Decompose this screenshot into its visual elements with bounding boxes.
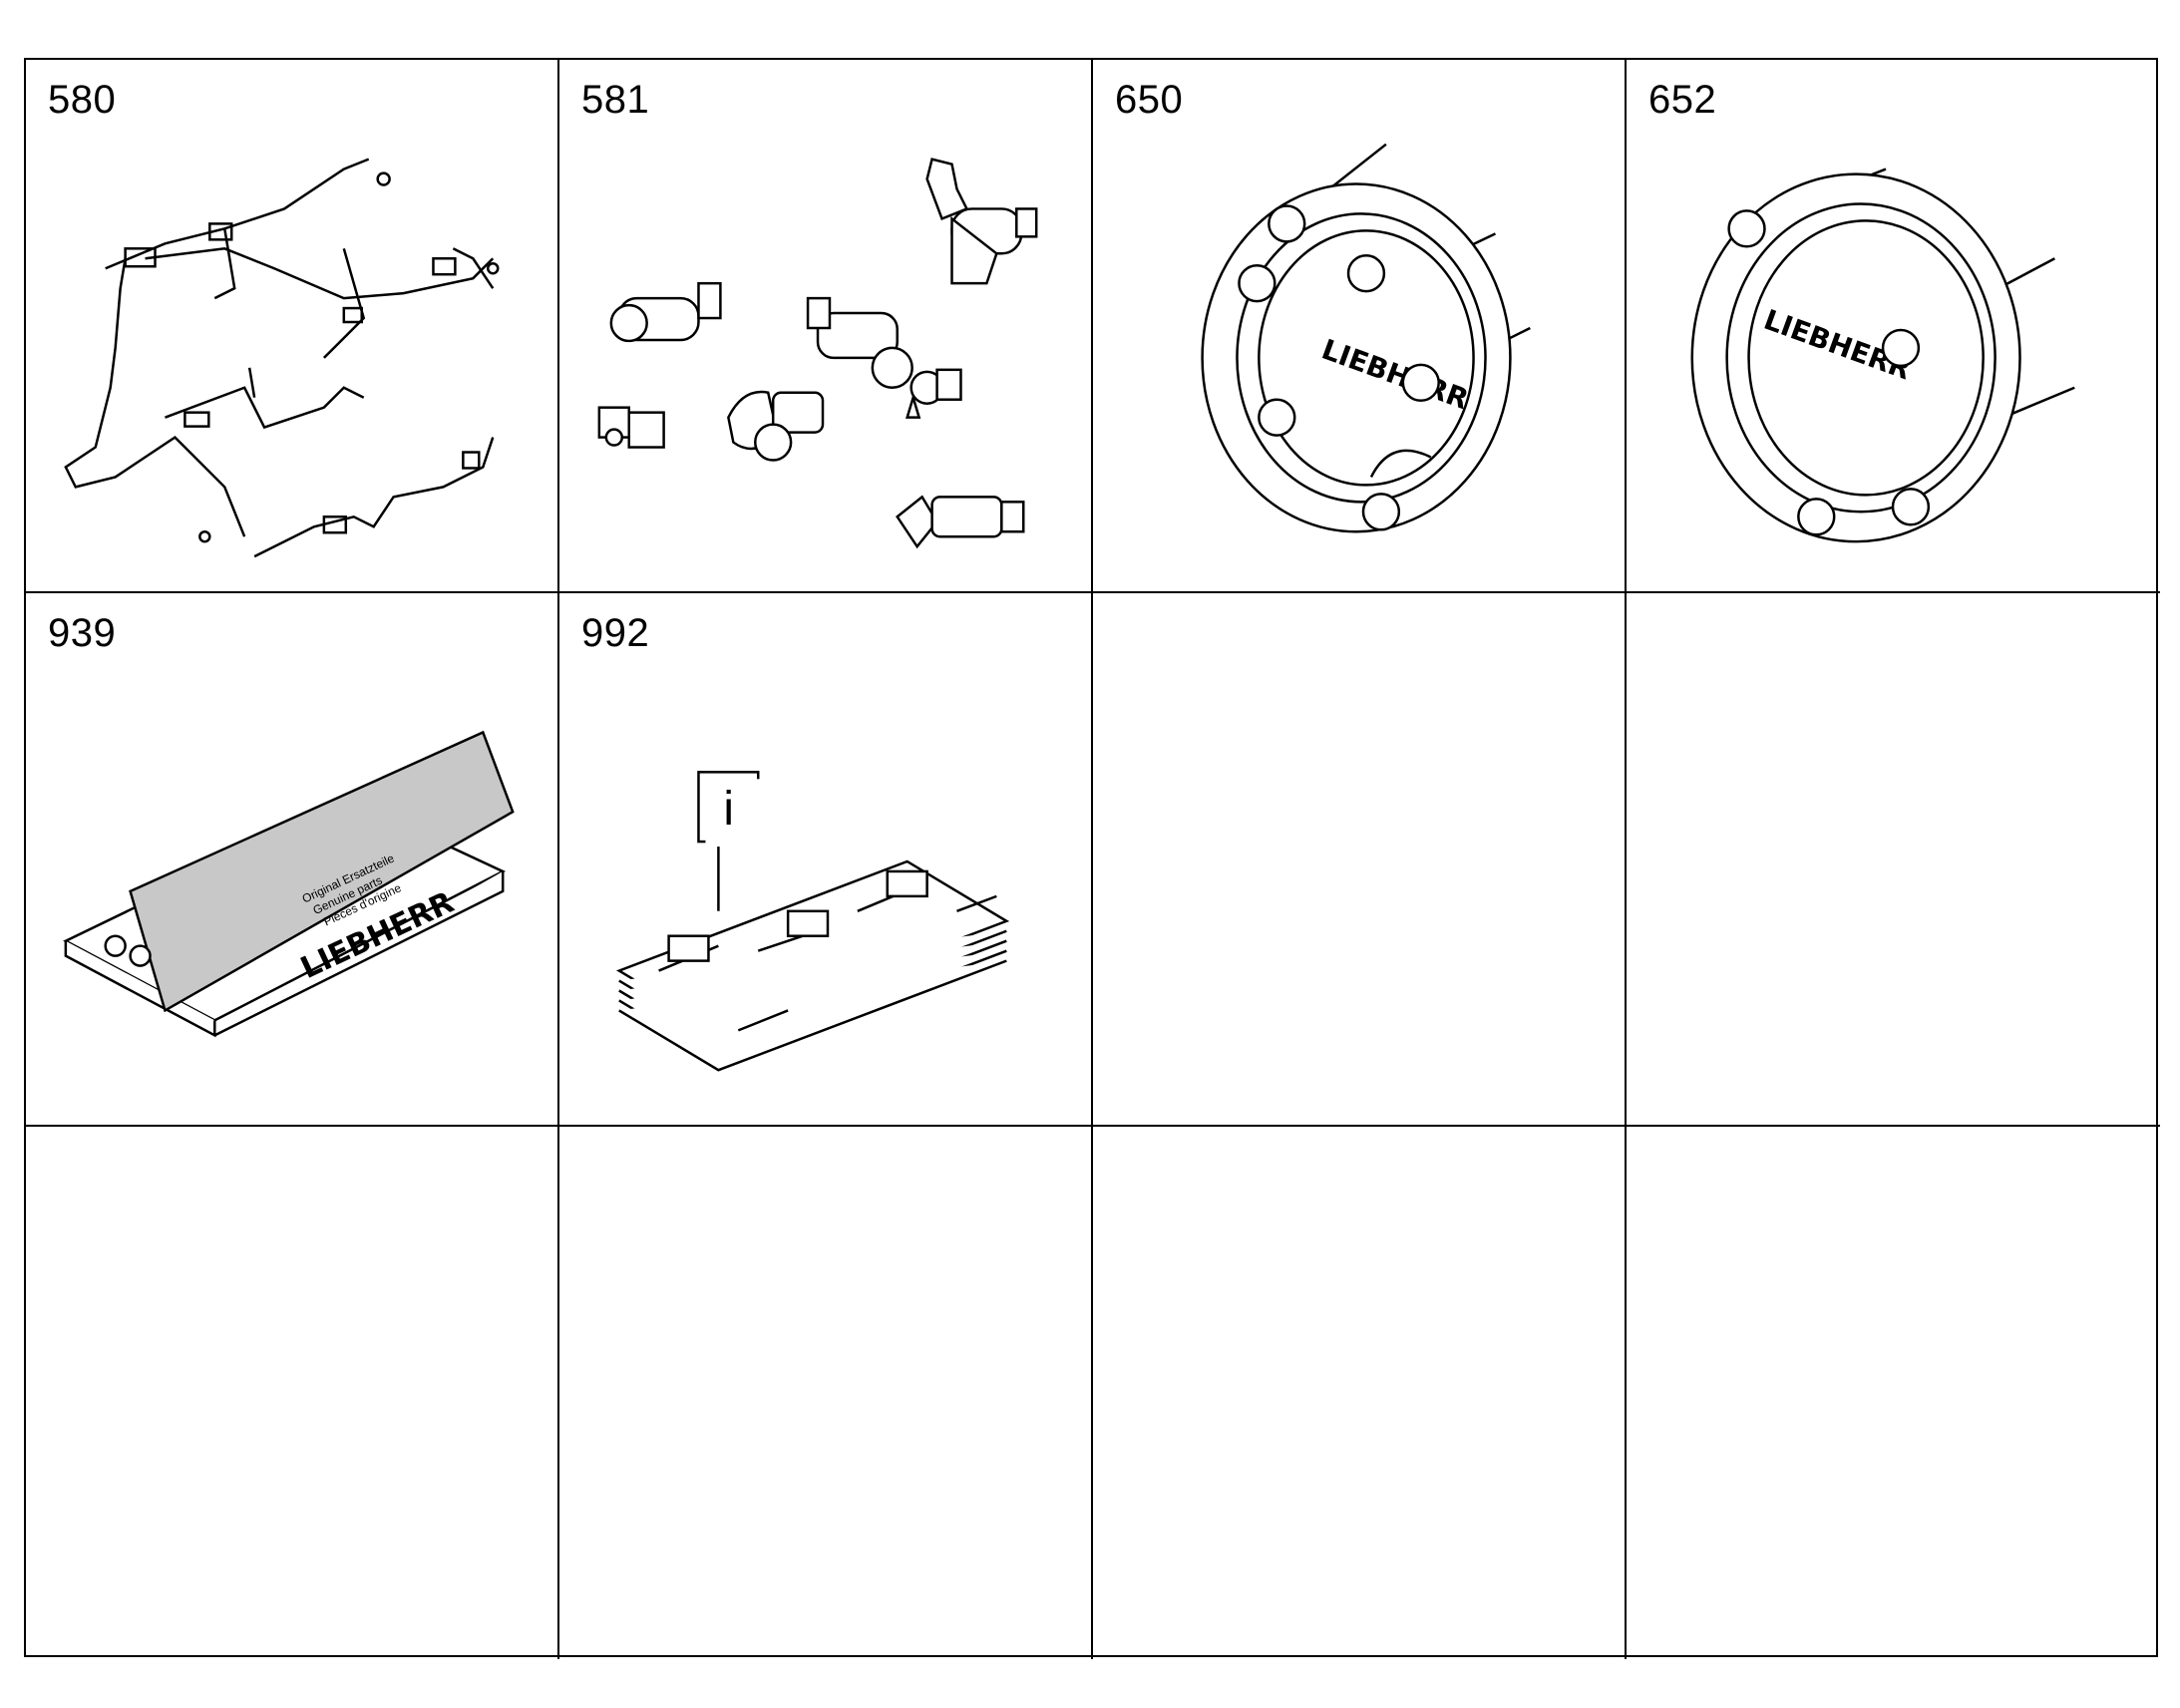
info-icon: i bbox=[723, 783, 734, 836]
flange-652-illustration: LIEBHERR bbox=[1627, 60, 2160, 591]
part-number-label: 652 bbox=[1648, 78, 1717, 122]
spare-parts-box-illustration: Original Ersatzteile Genuine parts Pièce… bbox=[26, 593, 557, 1125]
cell-empty-7[interactable] bbox=[1093, 593, 1627, 1127]
cell-empty-12[interactable] bbox=[1627, 1127, 2160, 1659]
cell-581[interactable]: 581 bbox=[559, 60, 1093, 593]
part-number-label: 939 bbox=[48, 611, 117, 655]
cell-empty-11[interactable] bbox=[1093, 1127, 1627, 1659]
document-illustration: i bbox=[559, 593, 1091, 1125]
cell-992[interactable]: 992 i bbox=[559, 593, 1093, 1127]
cell-empty-9[interactable] bbox=[26, 1127, 559, 1659]
wiring-harness-illustration bbox=[26, 60, 557, 591]
cell-650[interactable]: 650 LIEBHERR bbox=[1093, 60, 1627, 593]
part-number-label: 650 bbox=[1115, 78, 1184, 122]
flange-650-illustration: LIEBHERR bbox=[1093, 60, 1625, 591]
cell-empty-10[interactable] bbox=[559, 1127, 1093, 1659]
parts-grid: 580 bbox=[24, 58, 2160, 1659]
cell-empty-8[interactable] bbox=[1627, 593, 2160, 1127]
part-number-label: 580 bbox=[48, 78, 117, 122]
cell-939[interactable]: 939 Original Ersatzteile Genuine parts P… bbox=[26, 593, 559, 1127]
part-number-label: 581 bbox=[581, 78, 650, 122]
cell-652[interactable]: 652 LIEBHERR bbox=[1627, 60, 2160, 593]
cell-580[interactable]: 580 bbox=[26, 60, 559, 593]
sensors-illustration bbox=[559, 60, 1091, 591]
part-number-label: 992 bbox=[581, 611, 650, 655]
